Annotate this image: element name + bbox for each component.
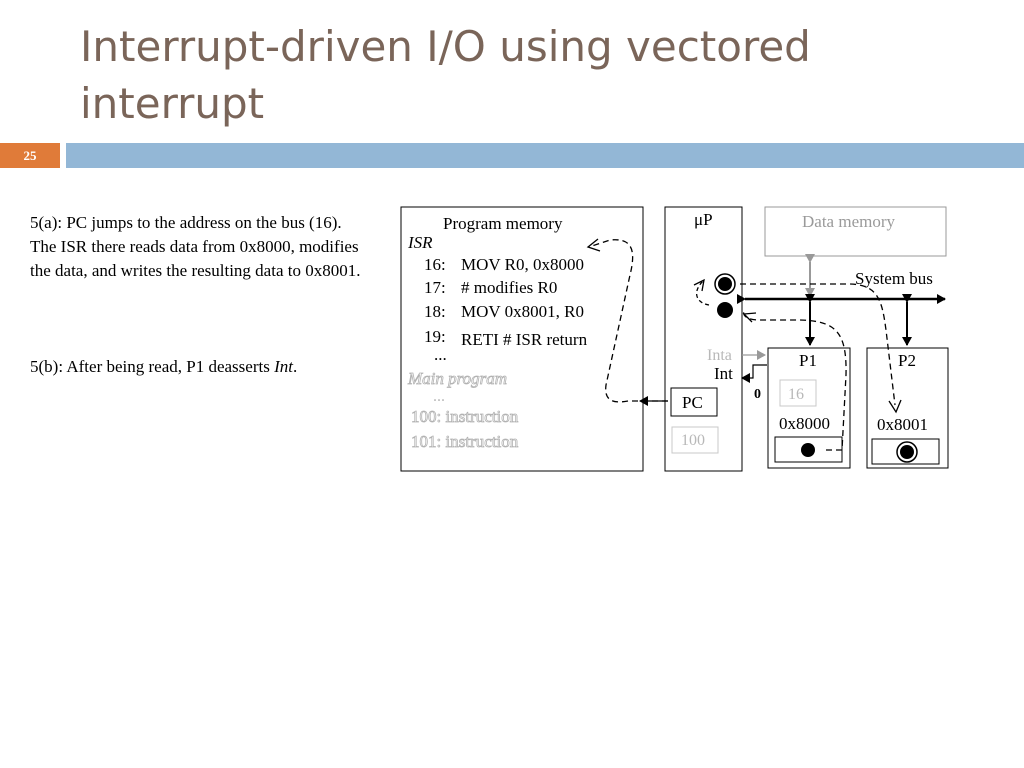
- p2-label: P2: [898, 351, 916, 370]
- isr-instr-16: MOV R0, 0x8000: [461, 255, 584, 274]
- isr-instr-18: MOV 0x8001, R0: [461, 302, 584, 321]
- isr-addr-19: 19:: [424, 327, 446, 346]
- int-signal-line: [741, 364, 767, 383]
- processor-register-dot: [718, 277, 732, 291]
- step-5b-int: Int: [274, 357, 293, 376]
- p1-register-dot: [801, 443, 815, 457]
- processor-label: μP: [694, 210, 713, 229]
- isr-ellipsis: ...: [434, 345, 447, 364]
- title-divider-bar: [66, 143, 1024, 168]
- p2-write-path: [740, 283, 896, 406]
- slide-title: Interrupt-driven I/O using vectored inte…: [80, 22, 811, 128]
- p1-vector-value: 16: [788, 386, 804, 403]
- pc-value: 100: [681, 432, 705, 449]
- p2-register-box: [871, 438, 940, 465]
- p1-box: [767, 347, 851, 469]
- pc-jump-arrow: [588, 239, 668, 403]
- pc-label: PC: [682, 393, 703, 412]
- isr-instr-17: # modifies R0: [461, 278, 557, 297]
- p2-address: 0x8001: [877, 415, 928, 434]
- inta-label: Inta: [707, 347, 732, 364]
- step-5b-suffix: .: [292, 357, 298, 376]
- processor-data-dot: [717, 302, 733, 318]
- pc-register-box: [670, 387, 718, 417]
- step-5b-prefix: 5(b): After being read, P1 deasserts: [30, 357, 275, 376]
- int-label: Int: [714, 364, 733, 383]
- modify-loop-arrow-head: [693, 278, 705, 292]
- isr-addr-16: 16:: [424, 255, 446, 274]
- p1-read-path: [742, 309, 847, 451]
- isr-label: ISR: [407, 233, 433, 252]
- p2-box: [866, 347, 949, 469]
- step-5a-text: 5(a): PC jumps to the address on the bus…: [30, 213, 361, 280]
- p2-register-dot: [900, 445, 914, 459]
- processor-box: [664, 206, 743, 472]
- slide-number: 25: [0, 143, 60, 168]
- system-bus-label: System bus: [855, 269, 933, 288]
- p1-vector-box: [779, 379, 817, 407]
- program-memory-box: [400, 206, 644, 472]
- main-line-101: 101: instruction: [411, 432, 519, 451]
- isr-addr-17: 17:: [424, 278, 446, 297]
- modify-loop-arrow: [695, 280, 710, 306]
- data-memory-label: Data memory: [802, 212, 895, 231]
- isr-entry-arrow-head: [586, 238, 601, 252]
- p1-read-arrow-head: [742, 312, 757, 323]
- isr-addr-18: 18:: [424, 302, 446, 321]
- isr-instr-19: RETI # ISR return: [461, 330, 588, 349]
- main-line-100: 100: instruction: [411, 407, 519, 426]
- main-ellipsis: ...: [433, 388, 445, 405]
- program-memory-title: Program memory: [443, 214, 563, 233]
- step-5b-text: 5(b): After being read, P1 deasserts Int…: [30, 355, 370, 379]
- main-program-label: Main program: [407, 369, 507, 388]
- data-memory-box: [764, 206, 947, 257]
- int-value: 0: [754, 387, 761, 402]
- p1-address: 0x8000: [779, 414, 830, 433]
- p2-write-arrow-head: [888, 399, 902, 414]
- pc-value-box: [671, 426, 719, 454]
- p1-label: P1: [799, 351, 817, 370]
